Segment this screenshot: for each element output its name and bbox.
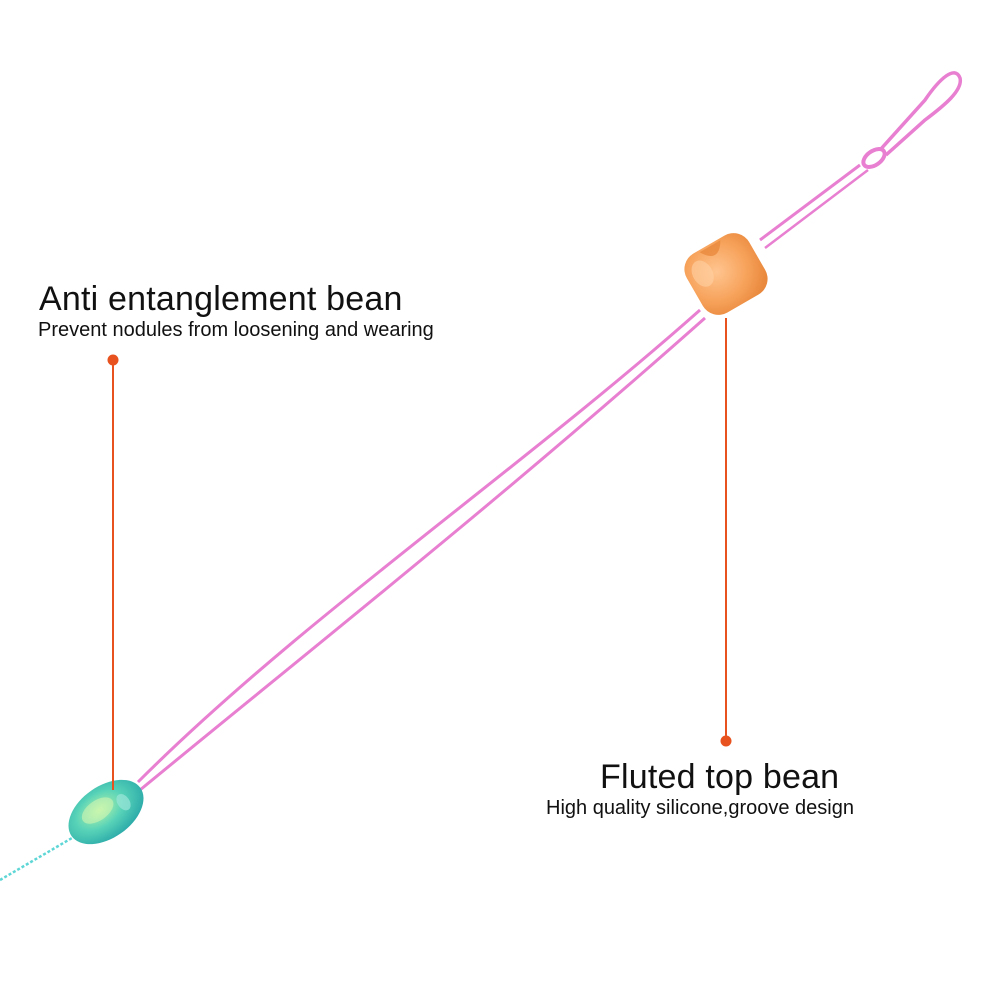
right-callout-subtitle: High quality silicone,groove design: [546, 797, 854, 819]
anti-entanglement-bean: [68, 779, 144, 845]
right-leader-dot: [720, 735, 732, 747]
left-callout-subtitle: Prevent nodules from loosening and weari…: [38, 319, 434, 341]
left-callout-title: Anti entanglement bean: [39, 280, 403, 318]
pink-loop-line-lower: [139, 316, 706, 792]
pink-top-loop: [878, 71, 962, 157]
cyan-main-line: [0, 836, 73, 882]
right-callout-title: Fluted top bean: [600, 758, 840, 796]
fluted-top-bean: [684, 233, 768, 315]
pink-upper-line: [759, 163, 861, 242]
knot: [861, 147, 887, 169]
pink-loop-line-upper: [136, 308, 701, 784]
pink-upper-line-2: [764, 169, 869, 249]
left-leader-dot: [107, 354, 119, 366]
